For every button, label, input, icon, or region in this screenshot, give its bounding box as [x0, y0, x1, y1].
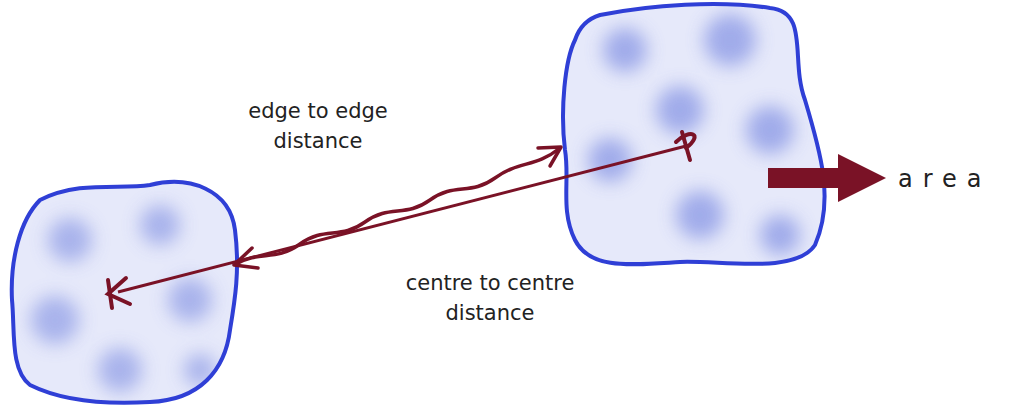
area-label: area: [898, 162, 992, 197]
patch-fill: [550, 0, 850, 280]
block-arrow: [768, 154, 886, 202]
centre-mark: [108, 132, 695, 308]
arrow-head: [234, 248, 258, 268]
distance-label: edge to edge distance: [228, 96, 408, 157]
patch-outline: [12, 182, 237, 403]
centre-line: [118, 145, 690, 292]
arrow-head: [538, 147, 561, 166]
edge-arrow: [236, 148, 560, 264]
distance-label: centre to centre distance: [380, 268, 600, 329]
patch-outline: [563, 4, 825, 264]
